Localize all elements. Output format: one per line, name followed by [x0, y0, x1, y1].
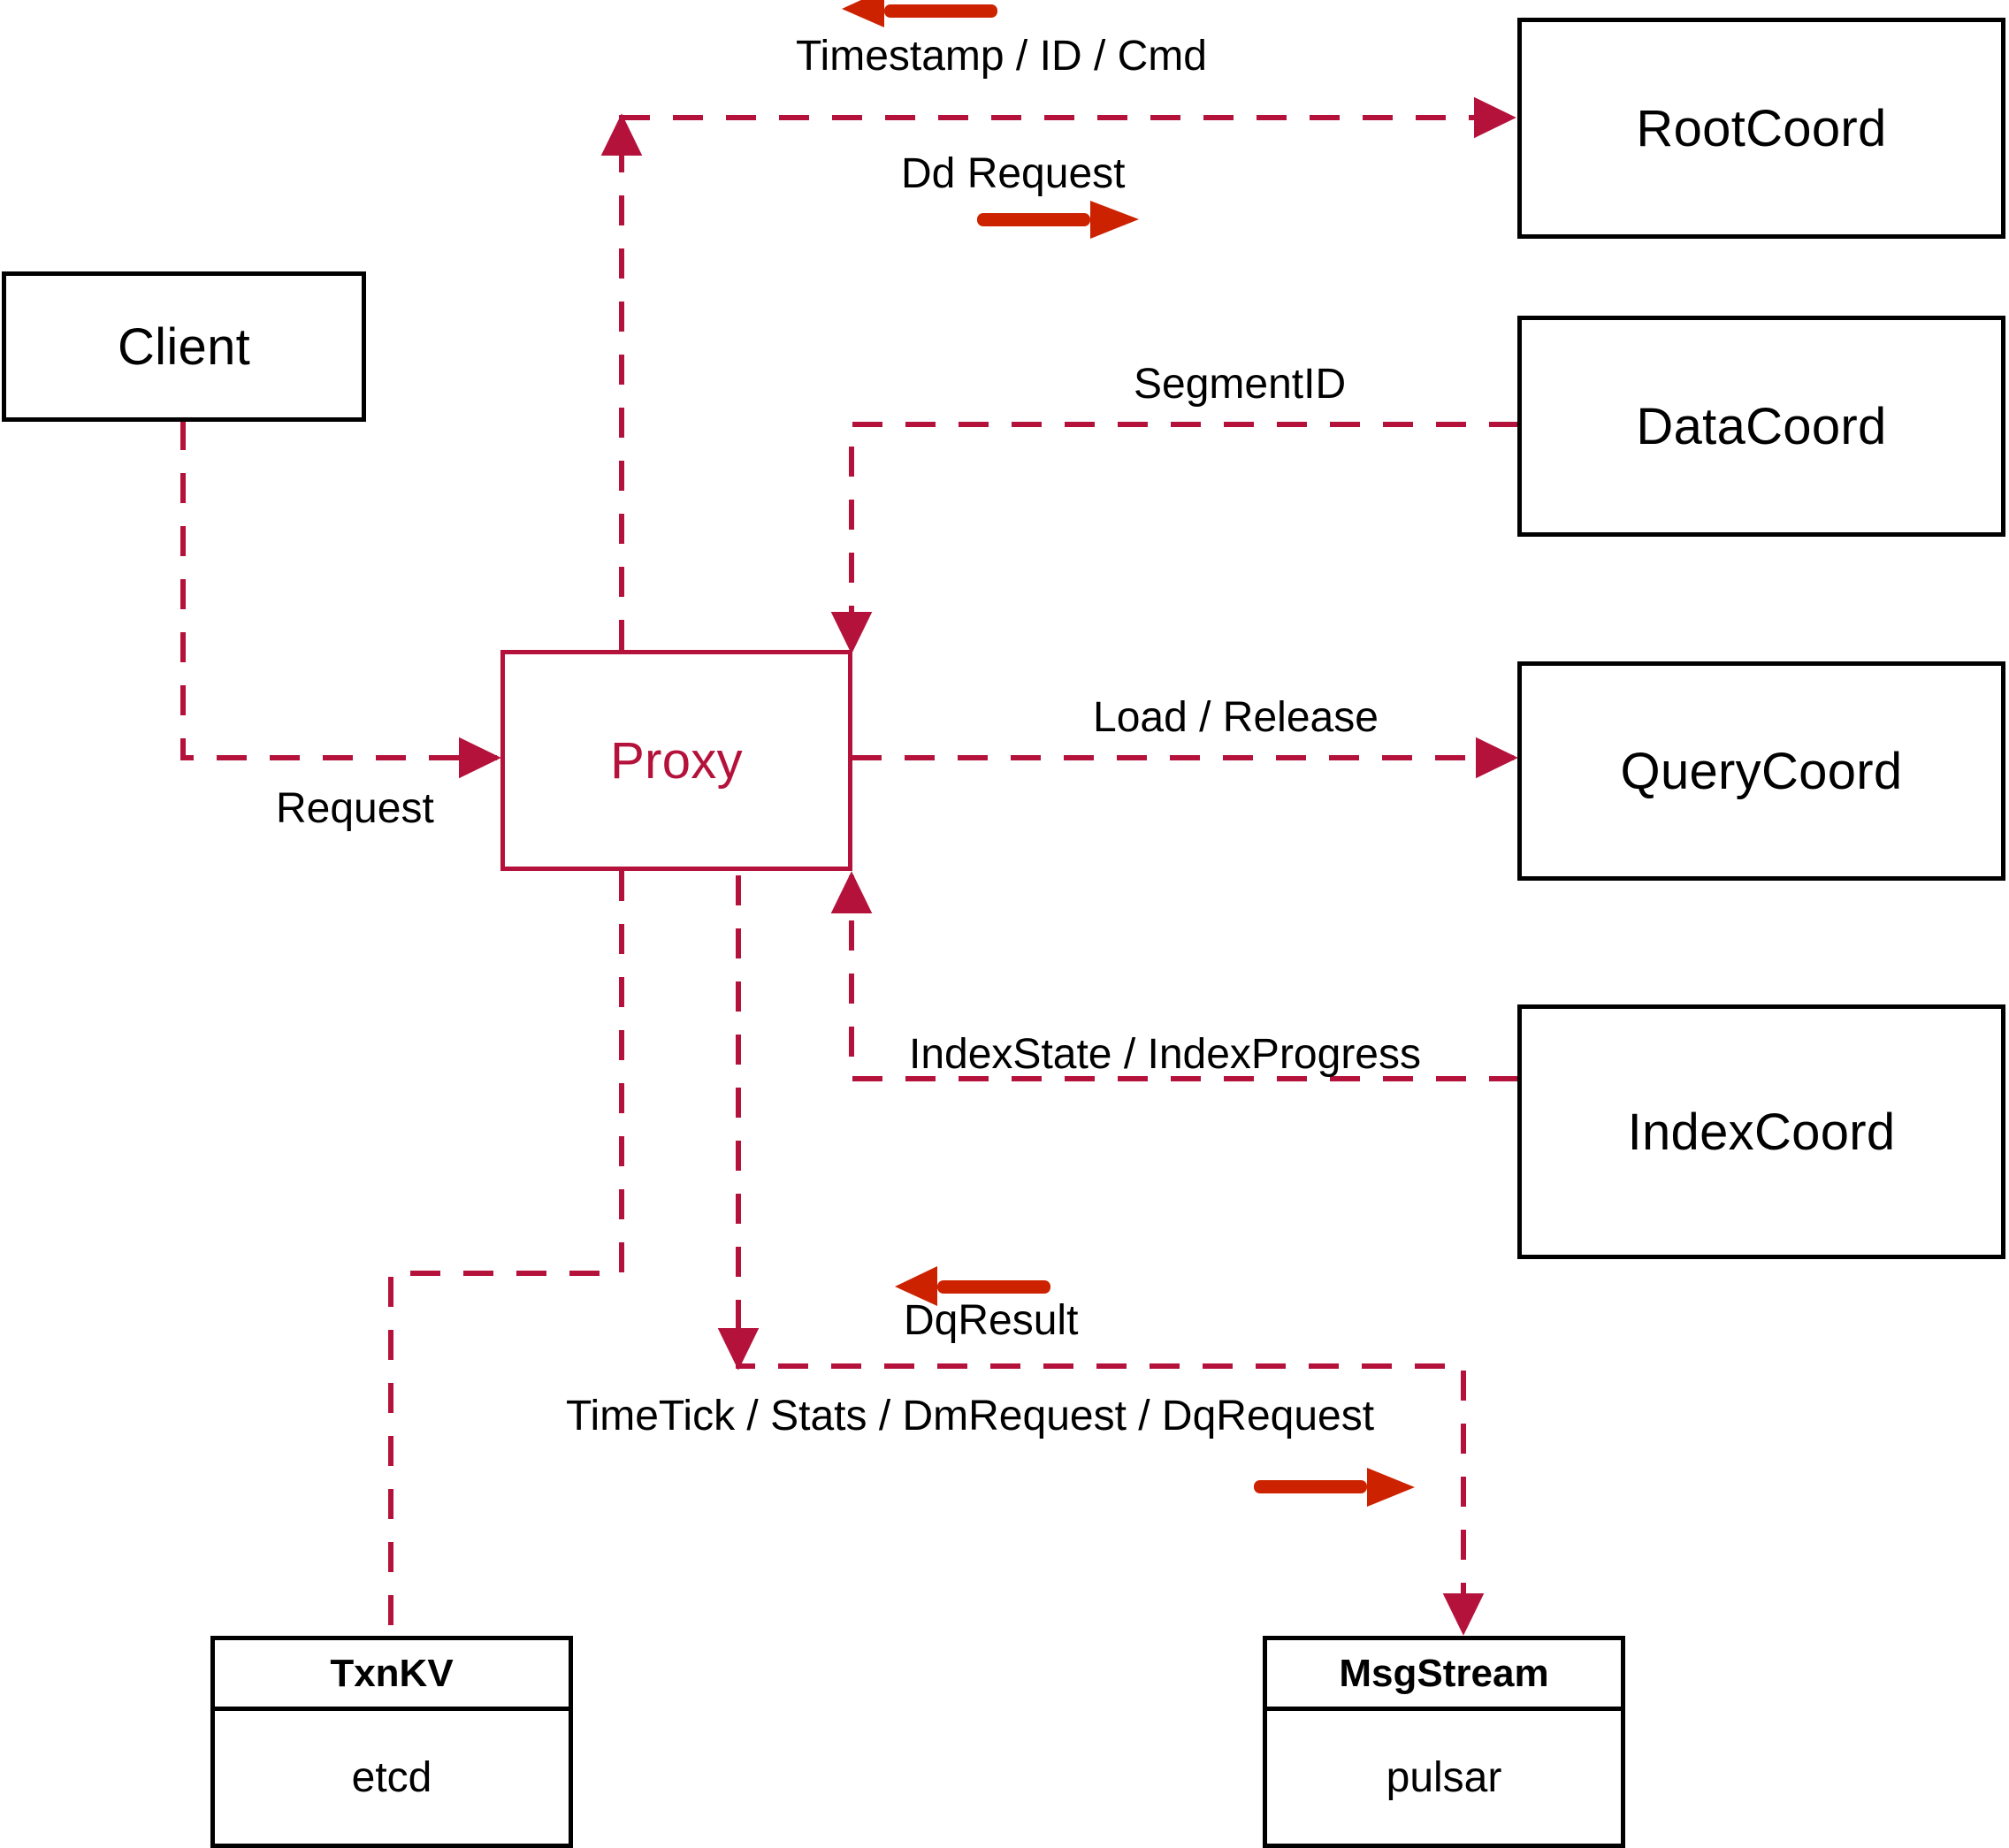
node-indexcoord[interactable]: IndexCoord: [1517, 1004, 2005, 1259]
edge-datacoord-to-proxy: [830, 422, 1519, 654]
arrow-dqrequest-right: [1254, 1468, 1415, 1507]
edge-proxy-rootcoord-out: [619, 96, 1516, 650]
node-txnkv-body-label: etcd: [351, 1753, 432, 1801]
edge-label-timestamp-id-cmd: Timestamp / ID / Cmd: [796, 33, 1207, 80]
node-proxy[interactable]: Proxy: [500, 650, 852, 871]
arrow-dd-request-right: [977, 201, 1139, 239]
node-msgstream-header-label: MsgStream: [1339, 1651, 1549, 1695]
node-querycoord-label: QueryCoord: [1620, 742, 1903, 800]
node-txnkv[interactable]: TxnKV etcd: [210, 1636, 573, 1848]
node-txnkv-body: etcd: [215, 1711, 569, 1844]
node-client[interactable]: Client: [2, 271, 366, 422]
edge-label-request: Request: [276, 785, 434, 832]
node-client-label: Client: [117, 317, 251, 376]
edge-label-dqresult: DqResult: [904, 1297, 1079, 1344]
node-msgstream-body: pulsar: [1267, 1711, 1621, 1844]
node-proxy-label: Proxy: [610, 731, 743, 790]
edge-proxy-msgstream: [736, 875, 1485, 1636]
node-msgstream[interactable]: MsgStream pulsar: [1263, 1636, 1625, 1848]
node-msgstream-body-label: pulsar: [1386, 1753, 1502, 1801]
node-msgstream-header: MsgStream: [1267, 1640, 1621, 1711]
edge-label-dd-request: Dd Request: [901, 150, 1126, 197]
node-txnkv-header-label: TxnKV: [330, 1651, 454, 1695]
node-indexcoord-label: IndexCoord: [1627, 1103, 1896, 1161]
edge-indexcoord-to-proxy: [830, 871, 1519, 1081]
node-datacoord[interactable]: DataCoord: [1517, 316, 2005, 537]
arrow-timestamp-left: [842, 0, 997, 27]
node-datacoord-label: DataCoord: [1636, 397, 1887, 455]
node-txnkv-header: TxnKV: [215, 1640, 569, 1711]
edge-client-to-proxy: [180, 420, 501, 779]
edge-label-segmentid: SegmentID: [1134, 361, 1347, 408]
edge-label-indexstate-indexprogress: IndexState / IndexProgress: [909, 1031, 1421, 1078]
node-rootcoord[interactable]: RootCoord: [1517, 18, 2005, 239]
edge-label-load-release: Load / Release: [1093, 694, 1379, 741]
node-rootcoord-label: RootCoord: [1636, 99, 1887, 157]
edge-proxy-to-txnkv: [388, 871, 624, 1636]
arrow-dqresult-left: [895, 1266, 1050, 1306]
node-querycoord[interactable]: QueryCoord: [1517, 661, 2005, 881]
direction-arrows: [842, 0, 1415, 1507]
edge-label-timetick-stats: TimeTick / Stats / DmRequest / DqRequest: [566, 1393, 1375, 1439]
